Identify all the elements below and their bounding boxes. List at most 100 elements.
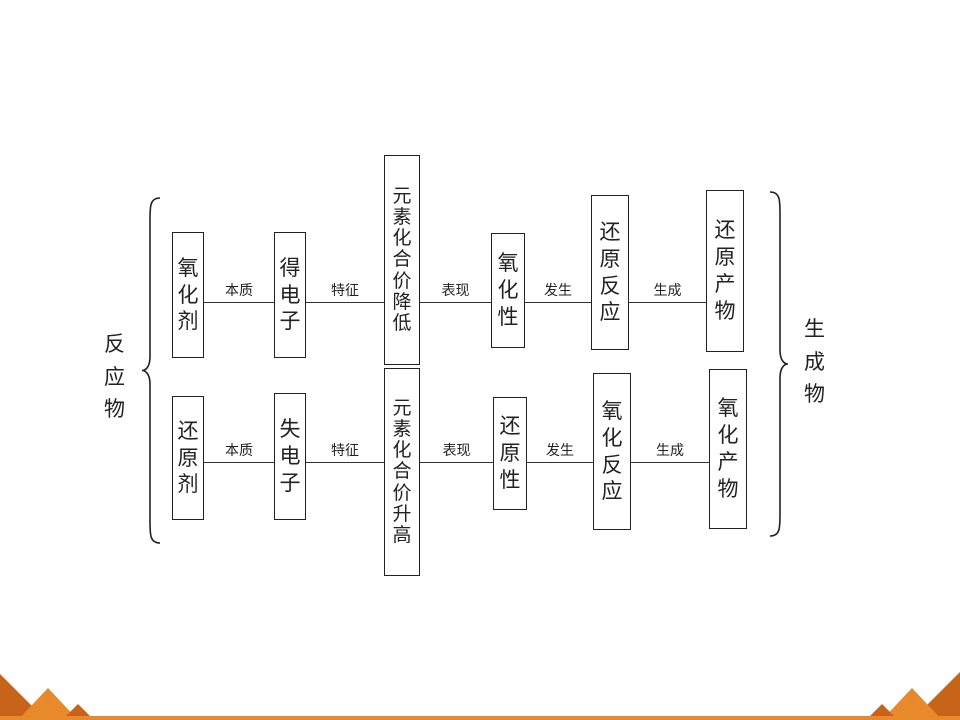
row1-product-box-char-0: 还 [714,218,736,243]
row2-product-box-char-2: 产 [717,450,739,474]
row1-agent-box-text: 氧化剂 [173,233,203,357]
right-group-label-char-0: 生 [804,317,825,341]
row2-link-4-label: 发生 [544,440,576,460]
row2-product-box: 氧化产物 [709,369,747,529]
right-group-label-char-1: 成 [804,349,825,374]
row1-electron-box: 得电子 [274,232,306,358]
left-group-label-char-2: 物 [104,397,125,422]
row1-property-box-text: 氧化性 [492,234,524,347]
row2-electron-box-char-0: 失 [279,417,301,442]
row2-product-box-char-3: 物 [717,476,739,501]
row2-property-box-char-1: 原 [499,441,521,466]
row1-property-box-char-2: 性 [497,304,519,329]
row1-valence-box-char-1: 素 [392,205,412,228]
row1-reaction-box: 还原反应 [591,195,629,350]
row2-electron-box-char-2: 子 [279,470,301,495]
row1-product-box: 还原产物 [706,190,744,352]
row1-electron-box-text: 得电子 [275,233,305,357]
row1-link-1-label: 本质 [223,280,255,300]
row2-valence-box-char-6: 高 [392,524,412,547]
row2-property-box-char-0: 还 [499,414,521,439]
row1-link-4-label: 发生 [542,280,574,300]
row2-property-box: 还原性 [493,397,527,510]
right-group-label: 生成物 [804,313,825,411]
row1-valence-box-char-3: 合 [392,248,412,271]
row1-agent-box-char-1: 化 [177,282,199,307]
row1-property-box-char-1: 化 [497,278,519,303]
row2-valence-box-char-5: 升 [392,502,412,525]
row2-reaction-box-char-2: 反 [601,452,623,477]
row1-valence-box-text: 元素化合价降低 [385,156,419,364]
row1-link-5 [629,302,706,303]
row2-electron-box-char-1: 电 [279,444,301,469]
row2-valence-box-char-2: 化 [392,439,412,462]
row1-electron-box-char-2: 子 [279,309,301,334]
row1-valence-box-char-2: 化 [392,227,412,250]
row1-electron-box-char-1: 电 [279,282,301,307]
row2-agent-box: 还原剂 [172,396,204,520]
row1-valence-box-char-0: 元 [392,184,412,207]
row1-link-1 [204,302,274,303]
row2-reaction-box-char-0: 氧 [601,398,623,423]
row1-reaction-box-char-1: 原 [599,246,621,271]
row2-link-2 [306,462,384,463]
row1-valence-box-char-6: 低 [392,312,412,335]
left-group-label-char-0: 反 [104,332,125,356]
row2-link-1-label: 本质 [223,440,255,460]
row1-link-2-label: 特征 [329,280,361,300]
row2-property-box-char-2: 性 [499,467,521,492]
row1-reaction-box-char-3: 应 [599,300,621,325]
row2-agent-box-char-1: 原 [177,445,199,470]
row2-link-3-label: 表现 [440,440,473,460]
right-group-label-char-2: 物 [804,382,825,407]
row1-product-box-text: 还原产物 [707,191,743,351]
row1-link-5-label: 生成 [651,280,684,300]
row2-link-3 [420,462,493,463]
corner-triangle-left-2 [18,688,78,720]
row1-product-box-char-3: 物 [714,298,736,323]
row2-reaction-box-char-3: 应 [601,479,623,504]
left-group-label: 反应物 [104,328,125,426]
row1-valence-box-char-4: 价 [392,269,412,292]
row2-product-box-char-0: 氧 [717,396,739,421]
row1-reaction-box-char-0: 还 [599,219,621,244]
row2-property-box-text: 还原性 [494,398,526,509]
row2-link-5-label: 生成 [654,440,686,460]
row1-property-box-char-0: 氧 [497,251,519,276]
row2-valence-box-text: 元素化合价升高 [385,369,419,575]
row1-reaction-box-text: 还原反应 [592,196,628,349]
row2-link-4 [527,462,593,463]
row1-product-box-char-2: 产 [714,272,736,296]
row1-valence-box: 元素化合价降低 [384,155,420,365]
row2-agent-box-char-2: 剂 [177,472,199,497]
row2-link-1 [204,462,274,463]
row1-link-3 [420,302,491,303]
row2-link-5 [631,462,709,463]
row2-reaction-box-text: 氧化反应 [594,374,630,529]
row1-product-box-char-1: 原 [714,245,736,270]
row2-reaction-box: 氧化反应 [593,373,631,530]
row1-agent-box: 氧化剂 [172,232,204,358]
row2-product-box-text: 氧化产物 [710,370,746,528]
row1-link-4 [525,302,591,303]
row1-link-2 [306,302,384,303]
row2-reaction-box-char-1: 化 [601,425,623,450]
row2-valence-box-char-1: 素 [392,417,412,440]
row2-product-box-char-1: 化 [717,423,739,448]
row2-agent-box-text: 还原剂 [173,397,203,519]
row2-valence-box-char-4: 价 [392,481,412,504]
left-group-label-char-1: 应 [104,364,125,389]
row2-valence-box-char-0: 元 [392,396,412,419]
row2-valence-box: 元素化合价升高 [384,368,420,576]
row1-agent-box-char-0: 氧 [177,255,199,280]
row2-agent-box-char-0: 还 [177,418,199,443]
row1-reaction-box-char-2: 反 [599,273,621,298]
bottom-accent-bar [0,716,960,720]
right-brace [769,191,789,537]
row1-valence-box-char-5: 降 [392,290,412,313]
row1-agent-box-char-2: 剂 [177,309,199,334]
row2-electron-box-text: 失电子 [275,394,305,519]
row1-link-3-label: 表现 [439,280,472,300]
row2-valence-box-char-3: 合 [392,460,412,483]
